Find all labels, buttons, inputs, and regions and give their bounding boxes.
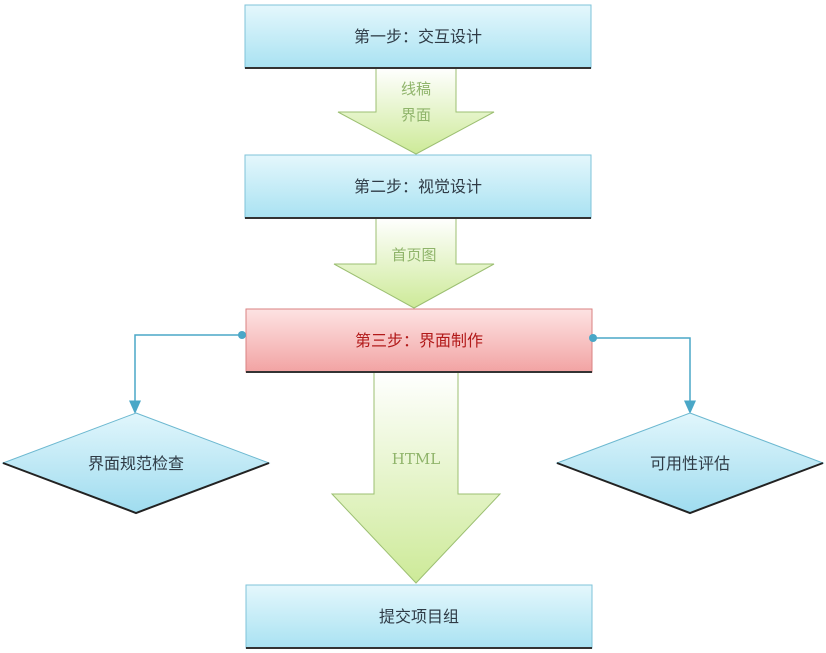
- arrow-1-label-line1: 线稿: [401, 80, 431, 98]
- arrow-2-label: 首页图: [391, 246, 436, 264]
- arrow-3: HTML: [330, 371, 502, 584]
- step-3-box: 第三步：界面制作: [245, 308, 593, 373]
- arrow-1: 线稿 界面: [337, 67, 495, 155]
- right-connector: [589, 334, 696, 414]
- step-2-label: 第二步：视觉设计: [354, 177, 482, 196]
- arrow-1-label-line2: 界面: [401, 106, 431, 124]
- final-label: 提交项目组: [379, 607, 459, 626]
- step-3-label: 第三步：界面制作: [355, 331, 483, 350]
- left-check-diamond: 界面规范检查: [1, 412, 271, 515]
- step-1-box: 第一步：交互设计: [244, 4, 592, 69]
- left-check-label: 界面规范检查: [88, 454, 184, 473]
- step-2-box: 第二步：视觉设计: [244, 154, 592, 219]
- left-connector: [129, 331, 246, 414]
- arrow-3-label: HTML: [392, 450, 440, 468]
- arrow-2: 首页图: [333, 217, 495, 309]
- step-1-label: 第一步：交互设计: [354, 27, 482, 46]
- final-box: 提交项目组: [245, 584, 593, 649]
- right-check-diamond: 可用性评估: [555, 412, 825, 515]
- right-check-label: 可用性评估: [650, 454, 730, 473]
